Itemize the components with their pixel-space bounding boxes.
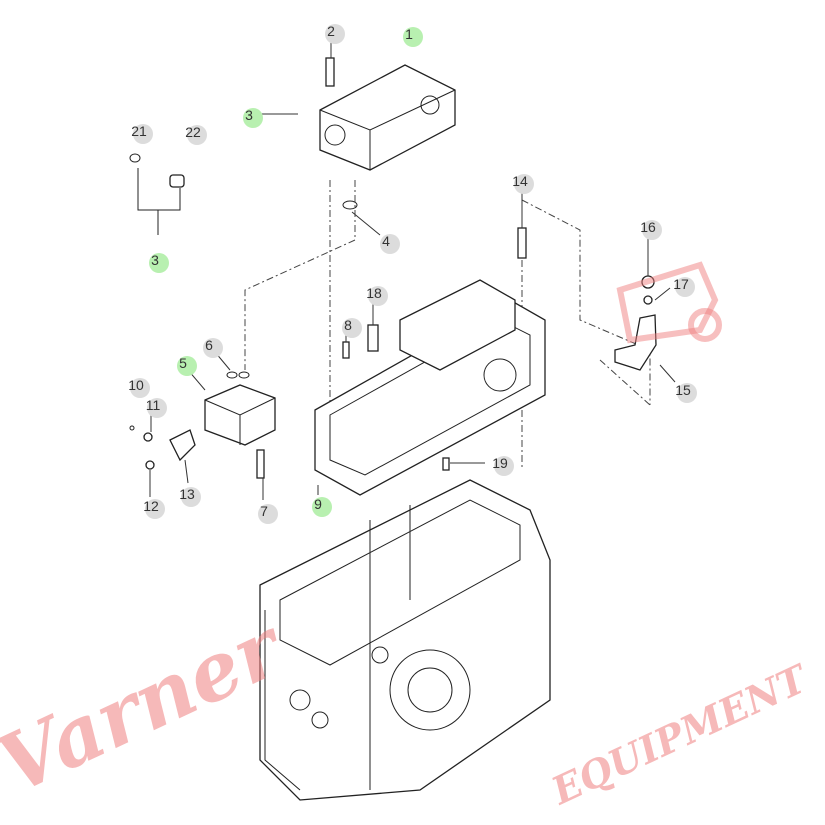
callout-number: 1: [405, 26, 413, 42]
callout-bubble: [325, 24, 345, 44]
callout-18: 18: [366, 285, 388, 306]
callout-number: 10: [128, 377, 144, 393]
callout-bubble: [203, 338, 223, 358]
callout-19: 19: [492, 455, 514, 476]
callout-bubble: [147, 398, 167, 418]
callout-number: 13: [179, 486, 195, 502]
callout-bubble: [181, 487, 201, 507]
callout-13: 13: [179, 486, 201, 507]
callout-number: 18: [366, 285, 382, 301]
callout-bubble: [380, 234, 400, 254]
valve-cover-part-1: [319, 57, 456, 210]
callout-3: 3: [149, 252, 169, 273]
callout-12: 12: [143, 498, 165, 519]
callout-number: 7: [260, 503, 268, 519]
callout-bubble: [187, 125, 207, 145]
callout-8: 8: [342, 317, 362, 338]
callout-15: 15: [675, 382, 697, 403]
valve-part-5: [129, 371, 276, 479]
callout-number: 17: [673, 276, 689, 292]
callout-bubble: [342, 318, 362, 338]
callout-bubble: [312, 497, 332, 517]
callout-bubble: [514, 174, 534, 194]
callout-bubble: [133, 124, 153, 144]
callout-bubble: [403, 27, 423, 47]
bolt-part-14: [517, 227, 527, 259]
callout-17: 17: [673, 276, 695, 297]
callout-14: 14: [512, 173, 534, 194]
callout-number: 15: [675, 382, 691, 398]
callout-number: 16: [640, 219, 656, 235]
callout-number: 6: [205, 337, 213, 353]
callout-bubble: [258, 504, 278, 524]
callout-16: 16: [640, 219, 662, 240]
callout-bubble: [642, 220, 662, 240]
callout-number: 8: [344, 317, 352, 333]
svg-text:Varner: Varner: [0, 598, 299, 812]
callout-number: 21: [131, 123, 147, 139]
lift-housing-part-9: [314, 279, 546, 496]
plug-parts-21-22: [129, 153, 185, 188]
callout-bubble: [677, 383, 697, 403]
callout-bubble: [243, 108, 263, 128]
callout-bubble: [145, 499, 165, 519]
callout-number: 9: [314, 496, 322, 512]
callout-bubble: [675, 277, 695, 297]
transmission-case: [259, 479, 551, 801]
callout-number: 14: [512, 173, 528, 189]
callout-3: 3: [243, 107, 263, 128]
svg-text:EQUIPMENT: EQUIPMENT: [544, 655, 816, 814]
callout-bubble: [130, 378, 150, 398]
callout-number: 22: [185, 124, 201, 140]
callout-2: 2: [325, 23, 345, 44]
callout-number: 11: [146, 397, 161, 413]
callout-10: 10: [128, 377, 150, 398]
callout-7: 7: [258, 503, 278, 524]
callout-9: 9: [312, 496, 332, 517]
callout-number: 19: [492, 455, 508, 471]
callout-number: 3: [151, 252, 159, 268]
callout-number: 12: [143, 498, 159, 514]
callout-22: 22: [185, 124, 207, 145]
callout-11: 11: [146, 397, 167, 418]
callout-1: 1: [403, 26, 423, 47]
callout-bubble: [368, 286, 388, 306]
callout-number: 3: [245, 107, 253, 123]
callout-bubble: [149, 253, 169, 273]
callout-number: 2: [327, 23, 335, 39]
callout-number: 4: [382, 233, 390, 249]
callout-6: 6: [203, 337, 223, 358]
callout-bubble: [494, 456, 514, 476]
callout-5: 5: [177, 355, 197, 376]
callout-bubble: [177, 356, 197, 376]
callout-21: 21: [131, 123, 153, 144]
callout-number: 5: [179, 355, 187, 371]
callout-4: 4: [380, 233, 400, 254]
